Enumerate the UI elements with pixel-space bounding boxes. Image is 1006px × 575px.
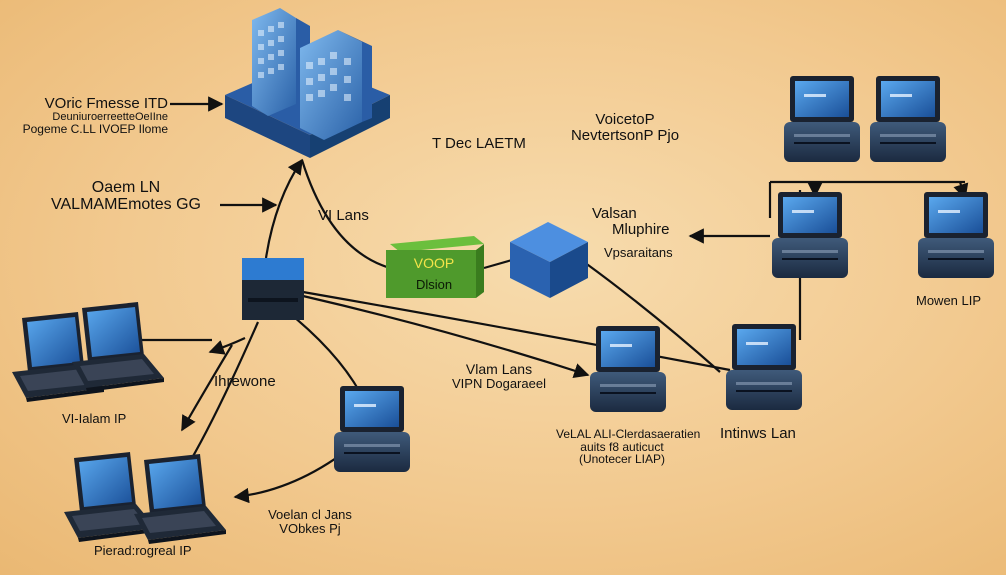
vipn-dogaraeel-line: VIPN Dogaraeel: [452, 375, 546, 391]
open-lan-line2: VALMAMEmotes GG: [51, 195, 201, 213]
network-switch-icon: [242, 258, 304, 320]
company-line3: Pogeme C.LL IVOEP Ilome: [22, 122, 168, 137]
workstation-icon: [772, 192, 848, 278]
vlam-lans-label: Vlam Lans VIPN Dogaraeel: [444, 362, 554, 390]
intinws-lan-label: Intinws Lan: [720, 425, 796, 442]
open-lan-line1: Oaem LN: [91, 179, 161, 196]
voelan-label: Voelan cl Jans VObkes Pj: [262, 508, 358, 535]
voor-label: VOOP: [413, 255, 455, 271]
router-cube-icon: [510, 222, 588, 298]
open-lan-label: Oaem LN VALMAMEmotes GG: [40, 179, 212, 214]
vpsaraitans-label: Vpsaraitans: [604, 245, 673, 260]
company-line2: DeuniuroerreetteOeIIne: [52, 110, 168, 123]
workstation-icon: [334, 386, 410, 472]
voicetop-line2: NevtertsonP Pjo: [570, 126, 680, 144]
laptop-icon: [72, 302, 164, 392]
workstation-icon: [918, 192, 994, 278]
dlsion-label: Dlsion: [415, 277, 453, 292]
mowen-lip-label: Mowen LIP: [916, 293, 982, 308]
link-switch-to-far-pc: [302, 290, 731, 372]
ihrewone-label: Ihrewone: [214, 373, 276, 390]
link-hrewone: [181, 344, 233, 432]
voelan-line1: Voelan cl Jans: [268, 507, 352, 522]
vi-lalam-ip-label: VI-Ialam IP: [62, 411, 127, 426]
link-voip-to-router: [483, 258, 513, 270]
link-switch-to-bottom: [184, 321, 260, 471]
voelan-line2: VObkes Pj: [279, 520, 341, 536]
velal-line1: VeLAL ALI-Clerdasaeratien: [556, 427, 701, 441]
tdec-label: T Dec LAETM: [432, 135, 526, 152]
voicetop-line1: VoicetoP: [595, 111, 655, 128]
link-switch-to-laptops-left: [208, 337, 246, 355]
workstation-icon: [590, 326, 666, 412]
office-building-icon: [225, 8, 390, 158]
workstation-icon: [784, 76, 860, 162]
velal-line2: auits f8 auticuct: [580, 439, 664, 454]
voicetop-label: VoicetoP NevtertsonP Pjo: [560, 112, 690, 144]
vlam-lans-line: Vlam Lans: [465, 361, 533, 377]
link-building-to-voip: [300, 159, 391, 270]
voip-box-icon: [386, 236, 484, 298]
vlans-top-label: VI Lans: [318, 207, 369, 224]
pierad-ip-label: Pierad:rogreal IP: [94, 543, 192, 558]
workstation-icon: [870, 76, 946, 162]
link-router-to-right-pc: [583, 261, 721, 373]
link-switch-to-right-pc: [302, 294, 590, 379]
velal-line3: (Unotecer LIAP): [578, 452, 666, 467]
link-switch-to-building: [264, 158, 303, 259]
laptop-icon: [134, 454, 226, 544]
company-label: VOric Fmesse ITD DeuniuroerreetteOeIIne …: [20, 96, 168, 136]
workstation-icon: [726, 324, 802, 410]
company-line1: VOric Fmesse ITD: [44, 95, 168, 112]
mluphire-label: Mluphire: [612, 221, 670, 238]
valsan-label: Valsan: [592, 205, 637, 222]
velal-label: VeLAL ALI-Clerdasaeratien auits f8 autic…: [556, 427, 701, 467]
